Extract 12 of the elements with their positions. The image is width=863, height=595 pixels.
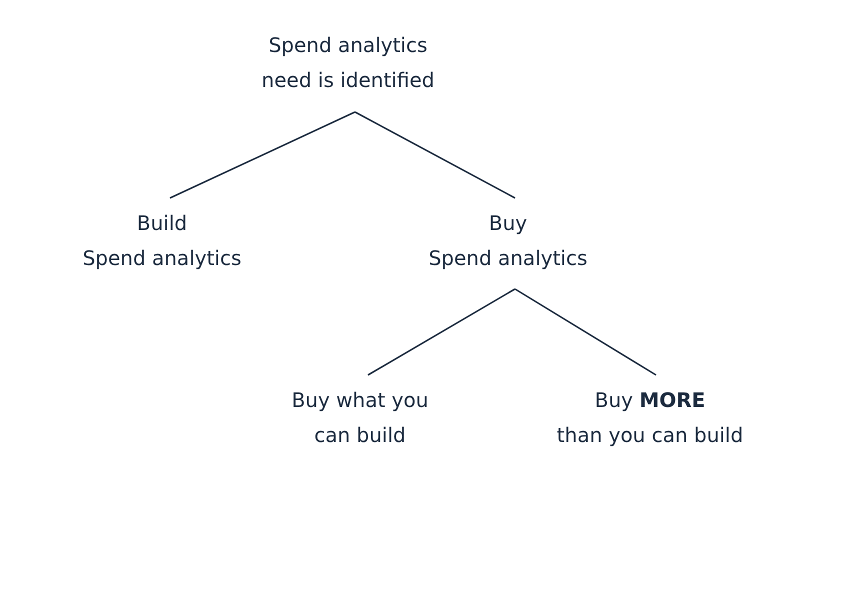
node-label: than you can build <box>556 422 744 449</box>
connector-line <box>354 111 516 199</box>
connector-line <box>170 111 356 199</box>
node-label: Build <box>136 210 188 237</box>
node-label: Buy <box>488 210 528 237</box>
node-label: Buy MORE <box>594 387 706 414</box>
node-label: Spend analytics <box>428 245 588 272</box>
connector-line <box>368 288 516 376</box>
connector-line <box>514 288 656 376</box>
node-label: Spend analytics need is identified <box>260 32 436 94</box>
node-label: Spend analytics <box>82 245 242 272</box>
node-label: Buy what you can build <box>290 387 430 449</box>
